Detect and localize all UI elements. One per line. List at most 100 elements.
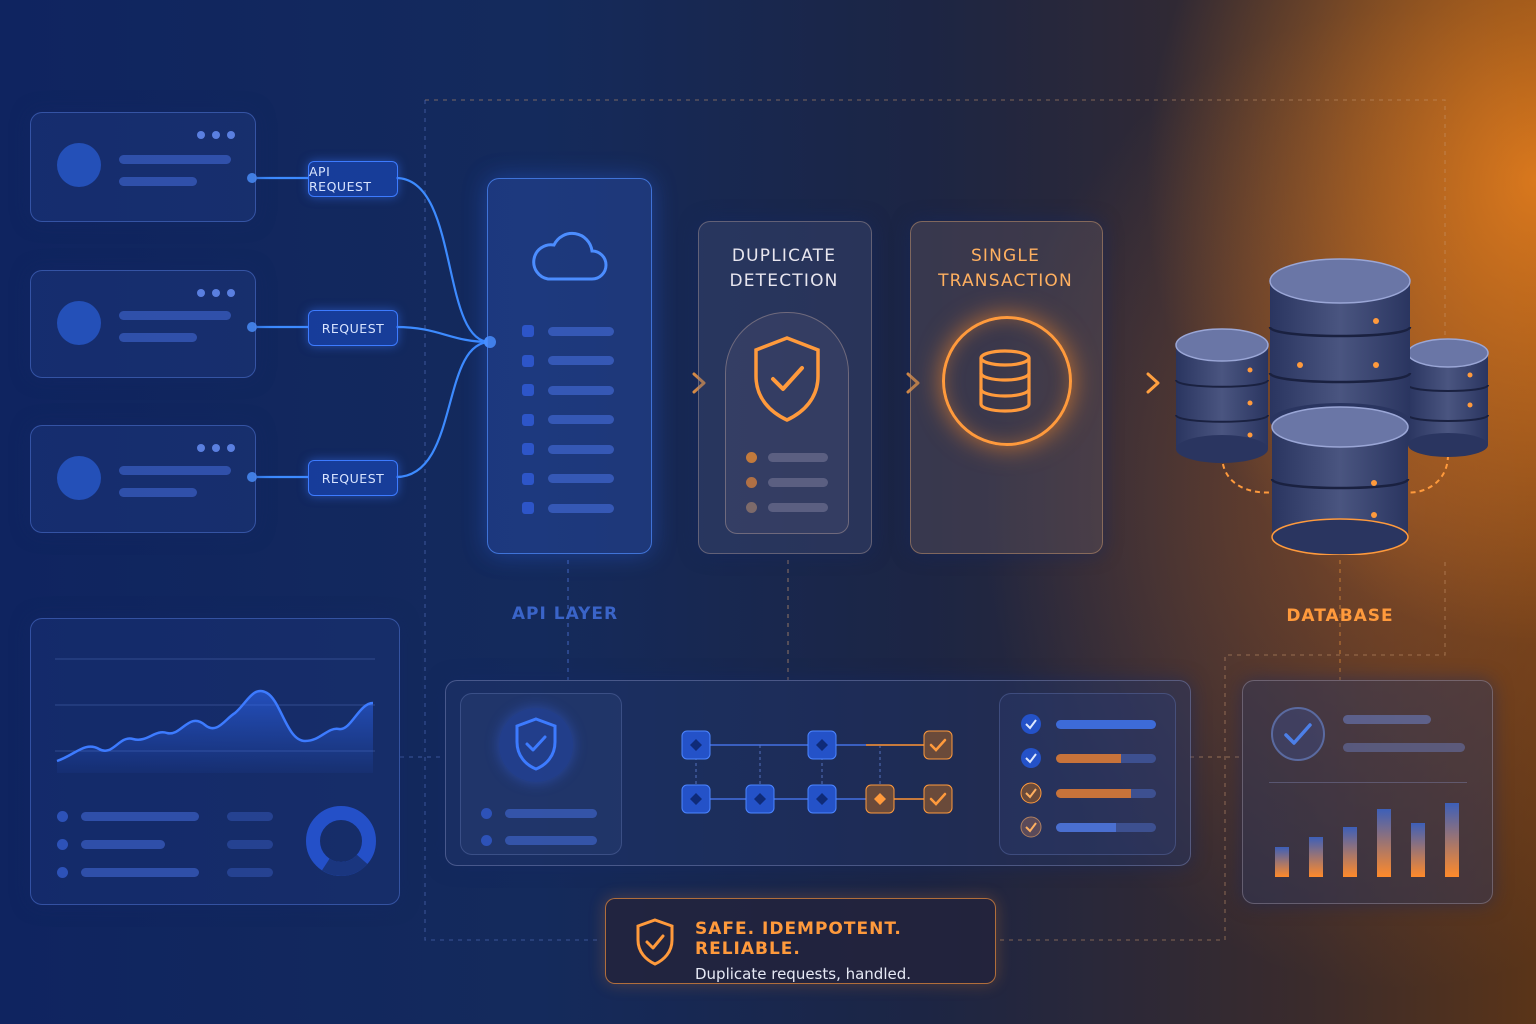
title-line-1: SINGLE [970,246,1041,266]
placeholder-bar [227,840,273,849]
menu-dot [197,289,205,297]
status-dot [746,477,757,488]
api-row-bar [548,385,614,395]
tagline-subtitle: Duplicate requests, handled. [695,965,912,983]
status-card[interactable] [1242,680,1493,904]
arrowhead-3 [1146,372,1160,394]
workflow-nodes [681,730,953,814]
placeholder-bar [505,809,597,818]
placeholder-bar [119,177,197,186]
node-dot [247,173,257,183]
placeholder-bar [505,836,597,845]
shield-check-icon [754,336,820,422]
placeholder-bar [768,453,828,462]
progress-bar [1056,823,1156,832]
api-row-marker [522,472,534,485]
database-label: DATABASE [1286,606,1394,626]
transaction-ring [942,316,1072,446]
progress-bar [1056,754,1156,763]
divider [1269,782,1467,783]
check-circle-icon [1271,707,1325,761]
placeholder-bar [227,868,273,877]
api-row-marker [522,384,534,396]
api-row-marker [522,413,534,426]
client-avatar [57,301,101,345]
api-row-bar [548,503,614,513]
menu-dot [227,289,235,297]
db-link-right [1404,454,1449,494]
title-line-1: DUPLICATE [731,246,837,266]
merge-curve-3 [395,340,491,479]
api-row-bar [548,474,614,483]
legend-dot [57,867,68,878]
status-dot [481,808,492,819]
db-cylinder-left [1175,328,1269,463]
menu-dot [212,131,220,139]
arrowhead-2 [906,372,920,394]
shield-check-icon [636,918,674,966]
node-dot [247,322,257,332]
db-cylinder-bottom [1270,406,1410,555]
menu-dot [197,131,205,139]
menu-dot [212,289,220,297]
merge-curve-2 [395,325,491,344]
request-badge-2: REQUEST [308,310,398,346]
status-dot [481,835,492,846]
api-layer-panel[interactable] [487,178,652,554]
donut-chart-icon [306,806,376,876]
client-avatar [57,143,101,187]
api-row-bar [548,356,614,365]
placeholder-bar [81,868,199,877]
api-row-marker [522,354,534,367]
workflow-graph [681,730,953,814]
request-badge-3: REQUEST [308,460,398,496]
menu-dot [212,444,220,452]
placeholder-bar [768,478,828,487]
placeholder-bar [119,155,231,164]
single-transaction-title: SINGLE TRANSACTION [910,244,1101,294]
placeholder-bar [81,840,165,849]
legend-dot [57,811,68,822]
request-badge-1: API REQUEST [308,161,398,197]
db-link-left [1221,454,1276,494]
legend-dot [57,839,68,850]
menu-dot [227,444,235,452]
outer-dashed-frame [425,99,1446,400]
database-icon [979,349,1031,413]
client-avatar [57,456,101,500]
placeholder-bar [1343,743,1465,752]
tagline-text: SAFE. IDEMPOTENT. RELIABLE. Duplicate re… [695,919,985,983]
duplicate-detection-title: DUPLICATE DETECTION [698,244,870,294]
cloud-icon [532,231,608,281]
api-row-bar [548,415,614,424]
placeholder-bar [81,812,199,821]
placeholder-bar [119,311,231,320]
progress-bar [1056,720,1156,729]
api-row-marker [522,502,534,514]
workflow-card[interactable] [445,680,1191,866]
client-card-1[interactable] [30,112,256,222]
api-layer-label: API LAYER [511,604,619,624]
shield-check-icon [515,717,557,771]
arrowhead-1 [692,372,706,394]
checklist-panel [999,693,1176,855]
bar-sparkline [1275,803,1459,877]
client-card-3[interactable] [30,425,256,533]
menu-dot [227,131,235,139]
tagline-badge: SAFE. IDEMPOTENT. RELIABLE. Duplicate re… [605,898,996,984]
placeholder-bar [119,466,231,475]
title-line-2: TRANSACTION [938,271,1073,291]
outer-dashed-left [424,100,600,941]
node-dot [247,472,257,482]
status-dot [746,502,757,513]
api-row-marker [522,325,534,337]
placeholder-bar [227,812,273,821]
client-card-2[interactable] [30,270,256,378]
workflow-shield-panel [460,693,622,855]
analytics-card[interactable] [30,618,400,905]
progress-bar [1056,789,1156,798]
api-row-bar [548,326,614,336]
shield-arch [725,312,849,534]
